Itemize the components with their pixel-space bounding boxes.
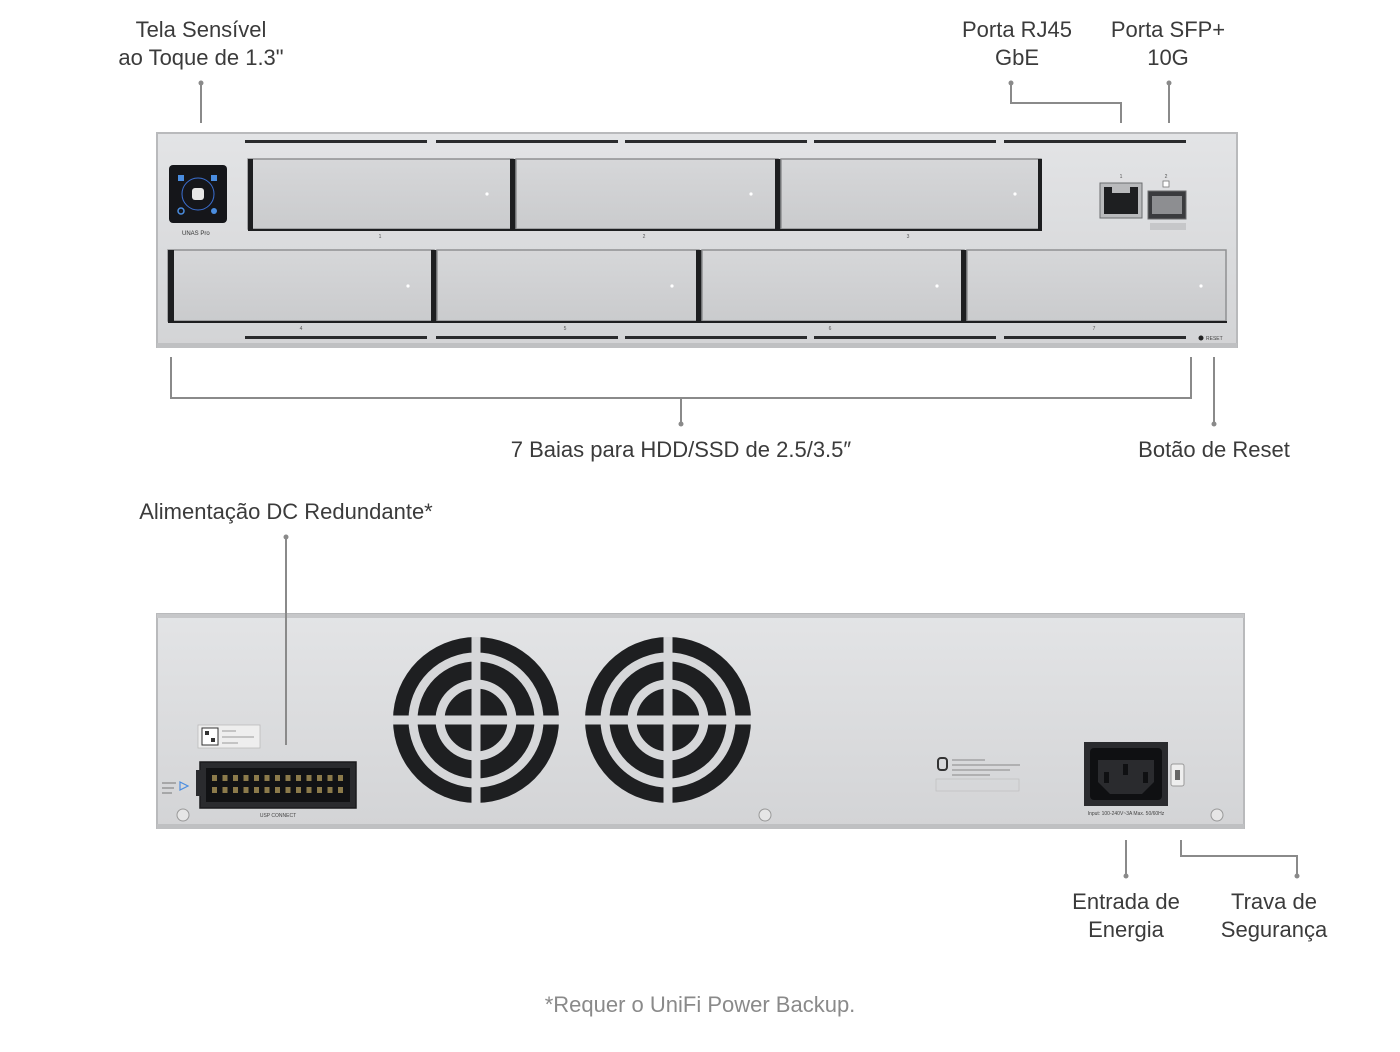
- callout-line: Porta SFP+: [1110, 17, 1226, 42]
- bay-number: 3: [907, 234, 910, 240]
- drive-bays-bottom: [167, 249, 1227, 323]
- bay-number: 6: [829, 326, 832, 332]
- usp-connector[interactable]: USP CONNECT: [196, 761, 357, 819]
- callout-line: Energia: [1088, 917, 1164, 942]
- port-number: 2: [1165, 174, 1168, 180]
- connector-pin: [233, 775, 238, 781]
- compliance-label: [935, 757, 1020, 792]
- connector-pin: [285, 775, 291, 781]
- brand-text: UNAS Pro: [182, 231, 210, 237]
- connector-pin: [296, 775, 301, 781]
- usp-connect-text: USP CONNECT: [260, 813, 296, 819]
- connector-pin: [327, 787, 333, 793]
- connector-pin: [233, 787, 238, 793]
- power-inlet[interactable]: Input: 100-240V~3A Max. 50/60Hz: [1084, 742, 1168, 817]
- rj45-port[interactable]: 1: [1099, 174, 1143, 219]
- connector-pin: [306, 775, 312, 781]
- callout-line: GbE: [994, 45, 1040, 70]
- drive-bay[interactable]: [167, 249, 437, 322]
- connector-pin: [212, 775, 217, 781]
- front-panel: UNAS Pro: [156, 132, 1238, 348]
- callout-line: Entrada de: [1072, 889, 1180, 914]
- connector-pin: [306, 787, 312, 793]
- top-vents: [245, 140, 1186, 143]
- sfp-port[interactable]: 2: [1147, 174, 1187, 230]
- rear-panel: USP CONNECT: [156, 613, 1245, 829]
- connector-pin: [222, 787, 228, 793]
- status-indicator: [162, 781, 190, 794]
- reset-text: RESET: [1206, 336, 1223, 342]
- drive-bay[interactable]: [515, 158, 781, 230]
- power-inlet-callout: Entrada de Energia: [1061, 888, 1191, 944]
- connector-pin: [264, 775, 270, 781]
- connector-pin: [275, 775, 280, 781]
- connector-pins: [212, 775, 343, 793]
- connector-pin: [243, 787, 249, 793]
- touchscreen-callout: Tela Sensível ao Toque de 1.3": [101, 16, 301, 72]
- bay-number: 5: [564, 326, 567, 332]
- drive-bay[interactable]: [247, 158, 516, 230]
- dc-power-callout: Alimentação DC Redundante*: [139, 499, 433, 524]
- security-lock-slot[interactable]: [1170, 763, 1185, 787]
- rear-leader-lines: [285, 537, 1298, 876]
- connector-pin: [338, 775, 343, 781]
- connector-pin: [317, 775, 322, 781]
- drive-bay[interactable]: [436, 249, 702, 322]
- connector-pin: [285, 787, 291, 793]
- bottom-vents: [245, 336, 1186, 339]
- callout-line: 10G: [1147, 45, 1189, 70]
- bay-number: 4: [300, 326, 303, 332]
- connector-pin: [254, 775, 259, 781]
- drive-bay[interactable]: [701, 249, 967, 322]
- rj45-callout: Porta RJ45 GbE: [947, 16, 1087, 72]
- connector-pin: [317, 787, 322, 793]
- connector-pin: [327, 775, 333, 781]
- callout-line: ao Toque de 1.3": [118, 45, 284, 70]
- connector-pin: [338, 787, 343, 793]
- drive-bays-top: [247, 158, 1042, 231]
- leader-dots: [283, 534, 1300, 879]
- input-text: Input: 100-240V~3A Max. 50/60Hz: [1088, 811, 1165, 817]
- connector-pin: [275, 787, 280, 793]
- port-number: 1: [1120, 174, 1123, 180]
- connector-pin: [264, 787, 270, 793]
- connector-pin: [222, 775, 228, 781]
- front-leader-lines: [170, 83, 1215, 424]
- connector-pin: [243, 775, 249, 781]
- drive-bay[interactable]: [966, 249, 1227, 322]
- screw: [176, 808, 1224, 822]
- lock-callout: Trava de Segurança: [1209, 888, 1339, 944]
- fan: [393, 637, 559, 803]
- bays-callout: 7 Baias para HDD/SSD de 2.5/3.5″: [510, 437, 852, 462]
- sfp-callout: Porta SFP+ 10G: [1103, 16, 1233, 72]
- callout-line: Segurança: [1220, 917, 1328, 942]
- connector-pin: [296, 787, 301, 793]
- reset-callout: Botão de Reset: [1138, 437, 1290, 462]
- connector-pin: [254, 787, 259, 793]
- callout-line: Porta RJ45: [961, 17, 1073, 42]
- qr-label: [197, 724, 261, 749]
- connector-pin: [212, 787, 217, 793]
- touchscreen[interactable]: UNAS Pro: [169, 165, 227, 237]
- drive-bay[interactable]: [780, 158, 1042, 230]
- bay-number: 2: [643, 234, 646, 240]
- footnote: *Requer o UniFi Power Backup.: [544, 992, 856, 1017]
- leader-dots: [198, 80, 1217, 427]
- fan: [585, 637, 751, 803]
- callout-line: Trava de: [1230, 889, 1317, 914]
- bay-number: 1: [379, 234, 382, 240]
- callout-line: Tela Sensível: [135, 17, 267, 42]
- reset-button[interactable]: RESET: [1198, 335, 1223, 343]
- bay-number: 7: [1093, 326, 1096, 332]
